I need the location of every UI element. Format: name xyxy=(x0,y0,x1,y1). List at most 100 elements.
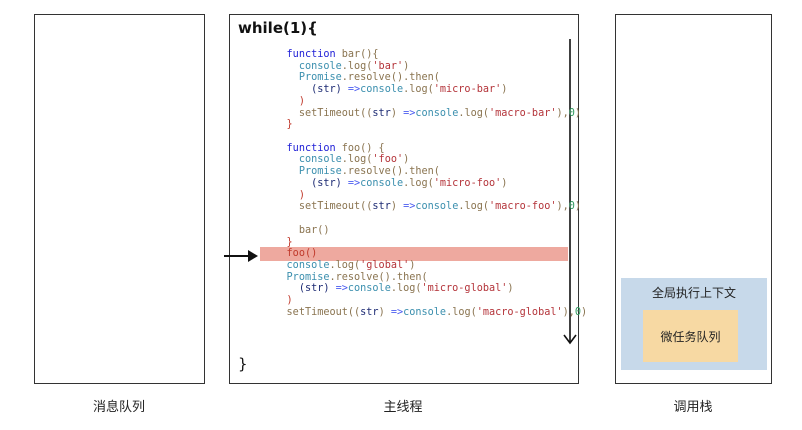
code-line: setTimeout((str) =>console.log('macro-gl… xyxy=(262,306,588,319)
code-token: str xyxy=(372,107,391,119)
code-token: 'macro-global' xyxy=(476,306,563,318)
code-token: .log( xyxy=(458,201,489,213)
code-line: setTimeout((str) =>console.log('macro-fo… xyxy=(262,201,587,213)
code-token xyxy=(262,190,299,201)
global-execution-context: 全局执行上下文 微任务队列 xyxy=(621,278,767,370)
code-token: ) xyxy=(574,201,582,213)
code-token: => xyxy=(403,201,416,213)
code-token: (str) xyxy=(298,283,330,295)
code-token xyxy=(262,178,311,189)
code-line: foo() xyxy=(262,248,587,260)
global-context-label: 全局执行上下文 xyxy=(651,286,736,300)
current-line-pointer-arrow-icon xyxy=(224,250,258,262)
code-token: Promise xyxy=(298,166,342,178)
code-token xyxy=(262,108,299,119)
code-token: console xyxy=(360,177,404,189)
code-token: console xyxy=(298,60,342,72)
code-token: setTimeout(( xyxy=(298,107,373,119)
code-line: (str) =>console.log('micro-bar') xyxy=(262,84,587,96)
code-line: ) xyxy=(262,295,587,307)
code-line: Promise.resolve().then( xyxy=(262,272,587,284)
code-token xyxy=(262,272,287,283)
code-token: => xyxy=(341,84,361,96)
code-token: .log( xyxy=(390,283,422,295)
code-token xyxy=(262,237,287,248)
code-token: ) xyxy=(501,84,508,96)
message-queue-label: 消息队列 xyxy=(92,400,145,415)
code-token: function xyxy=(286,49,336,60)
code-token: setTimeout(( xyxy=(298,201,373,213)
code-line: } xyxy=(262,237,587,249)
code-token: ) xyxy=(390,107,404,119)
code-token: ), xyxy=(562,306,575,318)
code-token: 'foo' xyxy=(372,154,404,166)
code-token: => xyxy=(403,107,416,119)
code-token: ) xyxy=(390,201,404,213)
code-token: 'macro-bar' xyxy=(489,107,557,119)
code-token: str xyxy=(372,201,391,213)
code-token: bar() xyxy=(298,224,330,236)
message-queue-box xyxy=(34,14,205,384)
code-token: ) xyxy=(581,306,588,318)
code-token: 'bar' xyxy=(372,60,404,72)
code-token xyxy=(262,143,287,154)
code-token: ) xyxy=(403,154,410,166)
code-line: setTimeout((str) =>console.log('macro-ba… xyxy=(262,108,587,120)
code-token: ) xyxy=(574,107,582,119)
code-token: console xyxy=(403,306,447,318)
code-line: bar() xyxy=(262,225,587,237)
code-token: .log( xyxy=(341,154,373,166)
code-token: 'macro-foo' xyxy=(489,201,557,213)
code-token: 0 xyxy=(568,201,575,213)
code-token: 'micro-global' xyxy=(421,283,508,295)
code-line: console.log('global') xyxy=(262,260,587,272)
code-token xyxy=(262,225,299,236)
code-token: str xyxy=(360,306,379,318)
code-token: .log( xyxy=(329,259,361,271)
code-token: console xyxy=(360,84,404,96)
code-line: function foo() { xyxy=(262,143,587,155)
code-token: Promise xyxy=(286,271,330,283)
code-token: console xyxy=(286,259,330,271)
code-token xyxy=(262,154,299,165)
code-token: .resolve().then( xyxy=(329,271,428,283)
code-token: } xyxy=(286,236,293,248)
code-token: .resolve().then( xyxy=(341,166,440,178)
code-line xyxy=(262,131,587,143)
code-line: (str) =>console.log('micro-global') xyxy=(262,283,587,295)
code-token xyxy=(262,260,287,271)
code-token: ), xyxy=(556,107,569,119)
code-token xyxy=(262,96,299,107)
code-token: ) xyxy=(286,295,293,307)
code-token: Promise xyxy=(298,72,342,84)
code-token: ) xyxy=(409,259,416,271)
code-token: function xyxy=(286,142,336,154)
code-token: ) xyxy=(378,306,391,318)
main-thread-box: while(1){ function bar(){ console.log('b… xyxy=(229,14,587,384)
code-token xyxy=(262,248,287,259)
code-token: ) xyxy=(501,177,508,189)
code-token: } xyxy=(286,119,293,131)
code-token: .log( xyxy=(403,84,434,96)
code-token: => xyxy=(329,283,348,295)
code-token: ), xyxy=(556,201,569,213)
code-token: console xyxy=(415,107,459,119)
code-token: 'micro-foo' xyxy=(433,177,502,189)
code-token: ) xyxy=(298,95,305,107)
code-token: foo() { xyxy=(335,142,385,154)
code-token xyxy=(262,84,311,95)
code-token xyxy=(262,61,299,72)
code-token: .log( xyxy=(341,60,373,72)
code-line: ) xyxy=(262,96,587,108)
code-token xyxy=(262,49,287,60)
code-token: console xyxy=(415,201,459,213)
code-token: bar(){ xyxy=(335,49,379,60)
code-token: ) xyxy=(507,283,514,295)
code-line: function bar(){ xyxy=(262,49,587,61)
code-token xyxy=(262,119,287,130)
code-line: (str) =>console.log('micro-foo') xyxy=(262,178,587,190)
code-token xyxy=(262,201,299,212)
code-line: Promise.resolve().then( xyxy=(262,166,587,178)
code-token: => xyxy=(390,306,404,318)
code-token xyxy=(262,72,299,83)
